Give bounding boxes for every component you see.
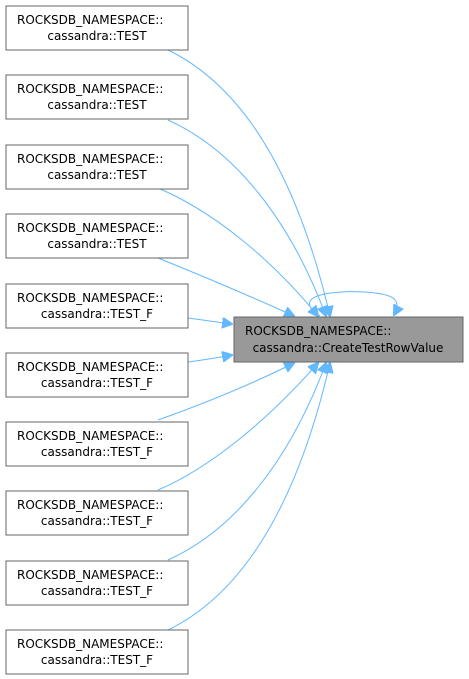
node-function: cassandra::TEST_F — [41, 376, 153, 390]
caller-node[interactable]: ROCKSDB_NAMESPACE:: cassandra::TEST — [5, 74, 189, 120]
call-edge — [157, 257, 294, 316]
self-call-edge — [309, 291, 397, 316]
call-edge — [167, 119, 326, 316]
node-box[interactable] — [5, 421, 189, 467]
caller-node[interactable]: ROCKSDB_NAMESPACE:: cassandra::TEST_F — [5, 421, 189, 467]
call-edge — [187, 355, 232, 363]
node-function: cassandra::TEST_F — [41, 653, 153, 667]
call-edge — [167, 363, 330, 631]
node-namespace: ROCKSDB_NAMESPACE:: — [17, 568, 163, 582]
caller-node[interactable]: ROCKSDB_NAMESPACE:: cassandra::TEST_F — [5, 490, 189, 536]
node-namespace: ROCKSDB_NAMESPACE:: — [17, 360, 163, 374]
target-node-function: cassandra::CreateTestRowValue — [253, 341, 444, 355]
node-function: cassandra::TEST_F — [41, 584, 153, 598]
node-function: cassandra::TEST_F — [41, 514, 153, 528]
target-node[interactable]: ROCKSDB_NAMESPACE:: cassandra::CreateTes… — [233, 316, 464, 363]
node-function: cassandra::TEST — [47, 168, 147, 182]
node-box[interactable] — [5, 5, 189, 51]
call-edge — [157, 363, 318, 491]
target-node-namespace: ROCKSDB_NAMESPACE:: — [245, 324, 391, 338]
node-namespace: ROCKSDB_NAMESPACE:: — [17, 637, 163, 651]
node-function: cassandra::TEST_F — [41, 445, 153, 459]
target-node-box[interactable] — [233, 316, 464, 363]
call-edge — [187, 318, 232, 324]
caller-nodes: ROCKSDB_NAMESPACE:: cassandra::TEST ROCK… — [5, 5, 189, 675]
call-edge — [167, 363, 326, 561]
caller-node[interactable]: ROCKSDB_NAMESPACE:: cassandra::TEST_F — [5, 560, 189, 606]
node-namespace: ROCKSDB_NAMESPACE:: — [17, 429, 163, 443]
node-function: cassandra::TEST — [47, 29, 147, 43]
call-edge — [157, 363, 294, 421]
node-box[interactable] — [5, 560, 189, 606]
node-box[interactable] — [5, 74, 189, 120]
node-namespace: ROCKSDB_NAMESPACE:: — [17, 291, 163, 305]
node-namespace: ROCKSDB_NAMESPACE:: — [17, 221, 163, 235]
node-function: cassandra::TEST_F — [41, 307, 153, 321]
caller-node[interactable]: ROCKSDB_NAMESPACE:: cassandra::TEST_F — [5, 629, 189, 675]
node-namespace: ROCKSDB_NAMESPACE:: — [17, 152, 163, 166]
node-box[interactable] — [5, 352, 189, 398]
call-edge — [157, 187, 318, 316]
node-box[interactable] — [5, 144, 189, 190]
node-namespace: ROCKSDB_NAMESPACE:: — [17, 13, 163, 27]
caller-node[interactable]: ROCKSDB_NAMESPACE:: cassandra::TEST_F — [5, 352, 189, 398]
node-box[interactable] — [5, 283, 189, 329]
caller-node[interactable]: ROCKSDB_NAMESPACE:: cassandra::TEST — [5, 213, 189, 259]
caller-node[interactable]: ROCKSDB_NAMESPACE:: cassandra::TEST_F — [5, 283, 189, 329]
caller-node[interactable]: ROCKSDB_NAMESPACE:: cassandra::TEST — [5, 144, 189, 190]
node-function: cassandra::TEST — [47, 237, 147, 251]
node-namespace: ROCKSDB_NAMESPACE:: — [17, 82, 163, 96]
node-function: cassandra::TEST — [47, 98, 147, 112]
node-box[interactable] — [5, 629, 189, 675]
edges — [157, 49, 397, 631]
node-box[interactable] — [5, 213, 189, 259]
node-box[interactable] — [5, 490, 189, 536]
caller-node[interactable]: ROCKSDB_NAMESPACE:: cassandra::TEST — [5, 5, 189, 51]
call-edge — [167, 49, 330, 316]
node-namespace: ROCKSDB_NAMESPACE:: — [17, 498, 163, 512]
